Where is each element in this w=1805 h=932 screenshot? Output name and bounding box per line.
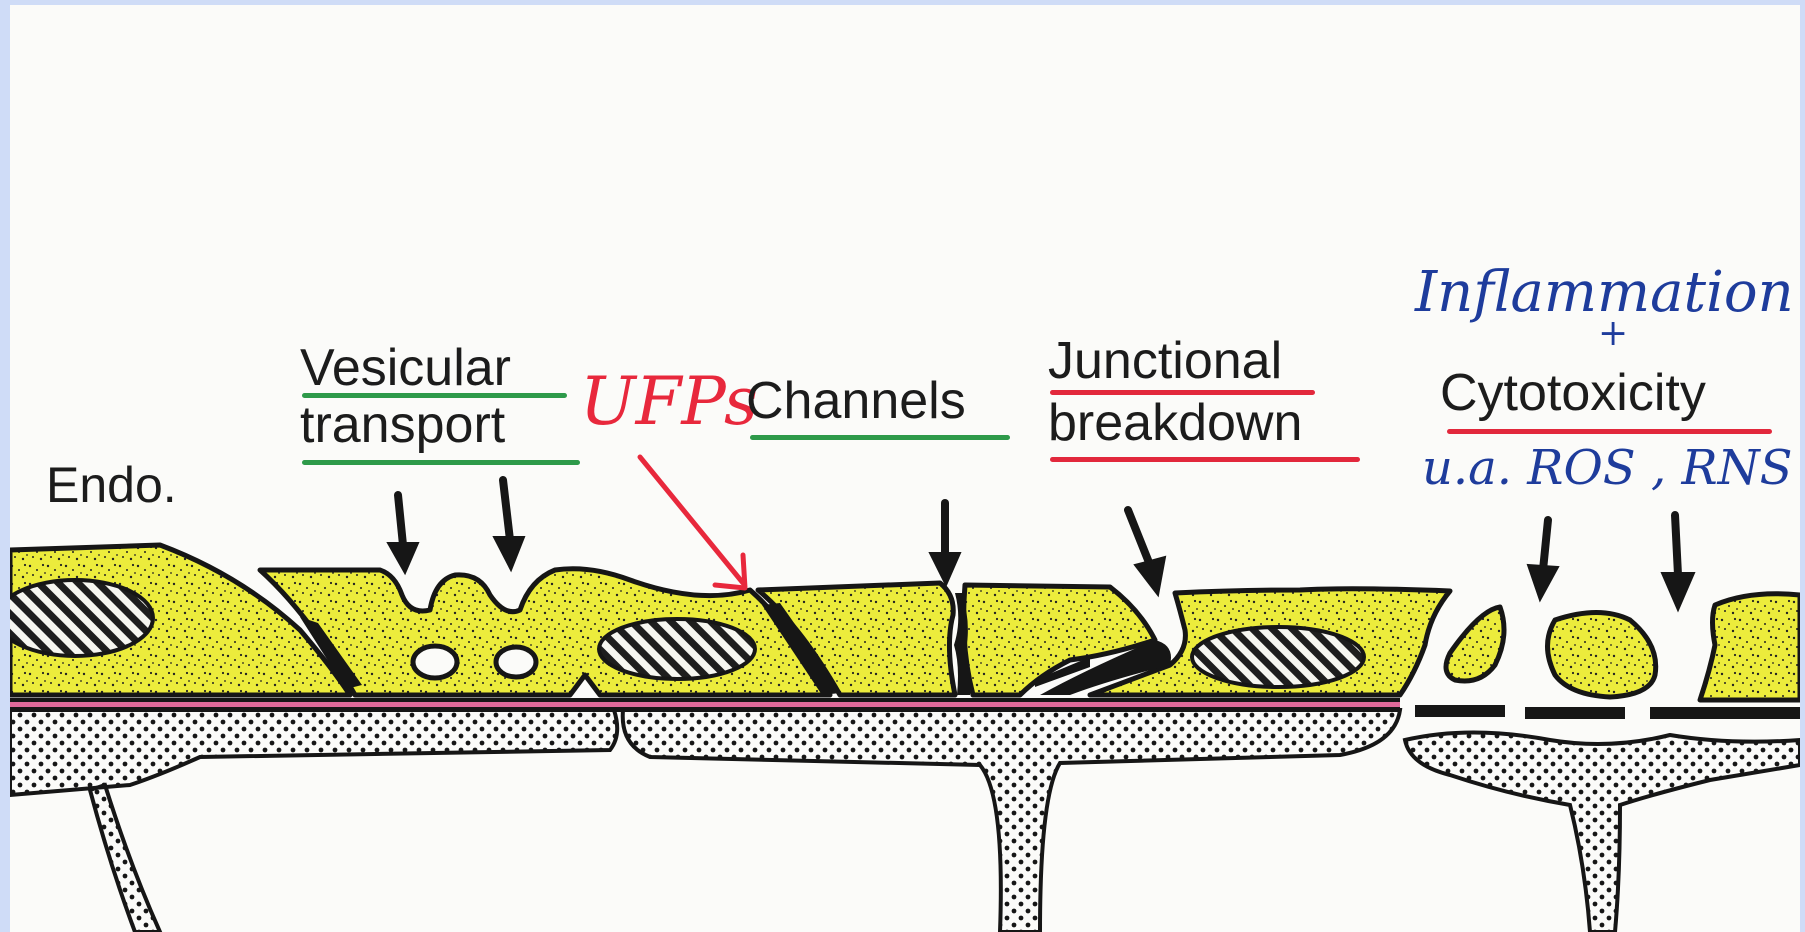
underline-transport — [302, 460, 580, 465]
label-junctional: Junctional — [1048, 333, 1282, 389]
diagram-canvas: Endo. Vesicular transport UFPs Channels … — [10, 5, 1800, 932]
underline-vesicular — [302, 393, 567, 398]
ufp-arrow — [640, 457, 745, 588]
underline-cytotoxicity — [1447, 429, 1772, 434]
basement-stroma — [10, 710, 1800, 932]
underline-breakdown — [1050, 457, 1360, 462]
label-plus: + — [1598, 313, 1628, 354]
label-ufps: UFPs — [580, 363, 758, 440]
label-cytotoxicity: Cytotoxicity — [1440, 365, 1706, 421]
label-ros-rns: u.a. ROS , RNS — [1422, 440, 1792, 496]
label-vesicular: Vesicular — [300, 340, 511, 396]
label-endo: Endo. — [46, 457, 177, 513]
label-breakdown: breakdown — [1048, 395, 1302, 451]
underline-channels — [750, 435, 1010, 440]
label-transport: transport — [300, 397, 505, 453]
underline-junctional — [1050, 390, 1315, 395]
label-channels: Channels — [746, 373, 966, 429]
